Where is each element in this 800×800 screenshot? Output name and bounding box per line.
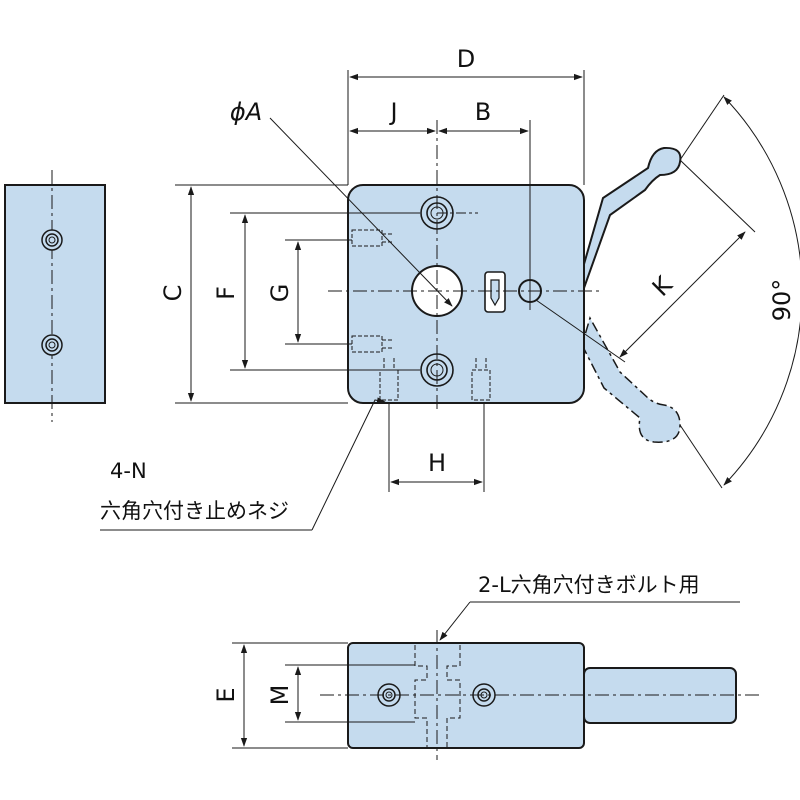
label-H: H [428,449,446,477]
phiA-leader [269,117,453,307]
lever-handle-phantom [581,316,681,443]
front-view-body [347,184,585,404]
bolt-note: 2-L六角穴付きボルト用 [478,573,700,597]
label-D: D [457,45,475,73]
dimensions-bottom [232,601,740,749]
side-view-body [4,184,106,404]
label-B: B [475,98,491,126]
side-view-screw-top [41,229,63,251]
label-C: C [159,285,187,302]
lever-handle [576,146,682,290]
bolt-note-leader [439,601,471,641]
label-K: K [647,270,679,302]
key-slot [484,271,506,313]
label-J: J [388,98,397,126]
front-view-centerlines [328,120,600,412]
dimensions-front [100,70,800,531]
label-angle: 90° [768,279,796,322]
bottom-view [320,630,760,760]
label-G: G [266,284,294,303]
front-view [328,120,600,412]
dim-K-line [619,231,746,358]
side-view-screw-bottom [41,334,63,356]
setscrew-leader [311,397,386,531]
dim-angle-arc [723,96,800,486]
label-E: E [212,687,240,702]
setscrew-note-line2: 六角穴付き止めネジ [100,499,289,523]
setscrew-note-line1: 4-N [110,459,147,483]
hidden-setscrew-bottom-right [471,358,491,401]
side-view [4,170,106,422]
label-phiA: ϕA [230,98,262,126]
label-F: F [212,286,240,300]
hidden-bolt-holes [414,630,461,760]
label-M: M [266,685,294,706]
